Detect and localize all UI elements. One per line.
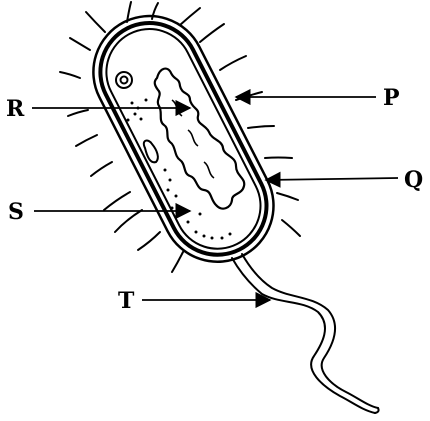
label-arrows bbox=[32, 97, 398, 300]
arrow-q bbox=[266, 178, 398, 180]
cell-envelope bbox=[74, 0, 293, 281]
label-t: T bbox=[118, 288, 135, 314]
flagellum bbox=[232, 254, 379, 413]
label-r: R bbox=[6, 96, 25, 122]
granule bbox=[116, 72, 132, 88]
label-s: S bbox=[8, 199, 24, 225]
label-p: P bbox=[383, 85, 400, 111]
label-q: Q bbox=[404, 167, 423, 193]
nucleoid-fold bbox=[172, 100, 214, 178]
cell-membrane bbox=[92, 14, 276, 263]
